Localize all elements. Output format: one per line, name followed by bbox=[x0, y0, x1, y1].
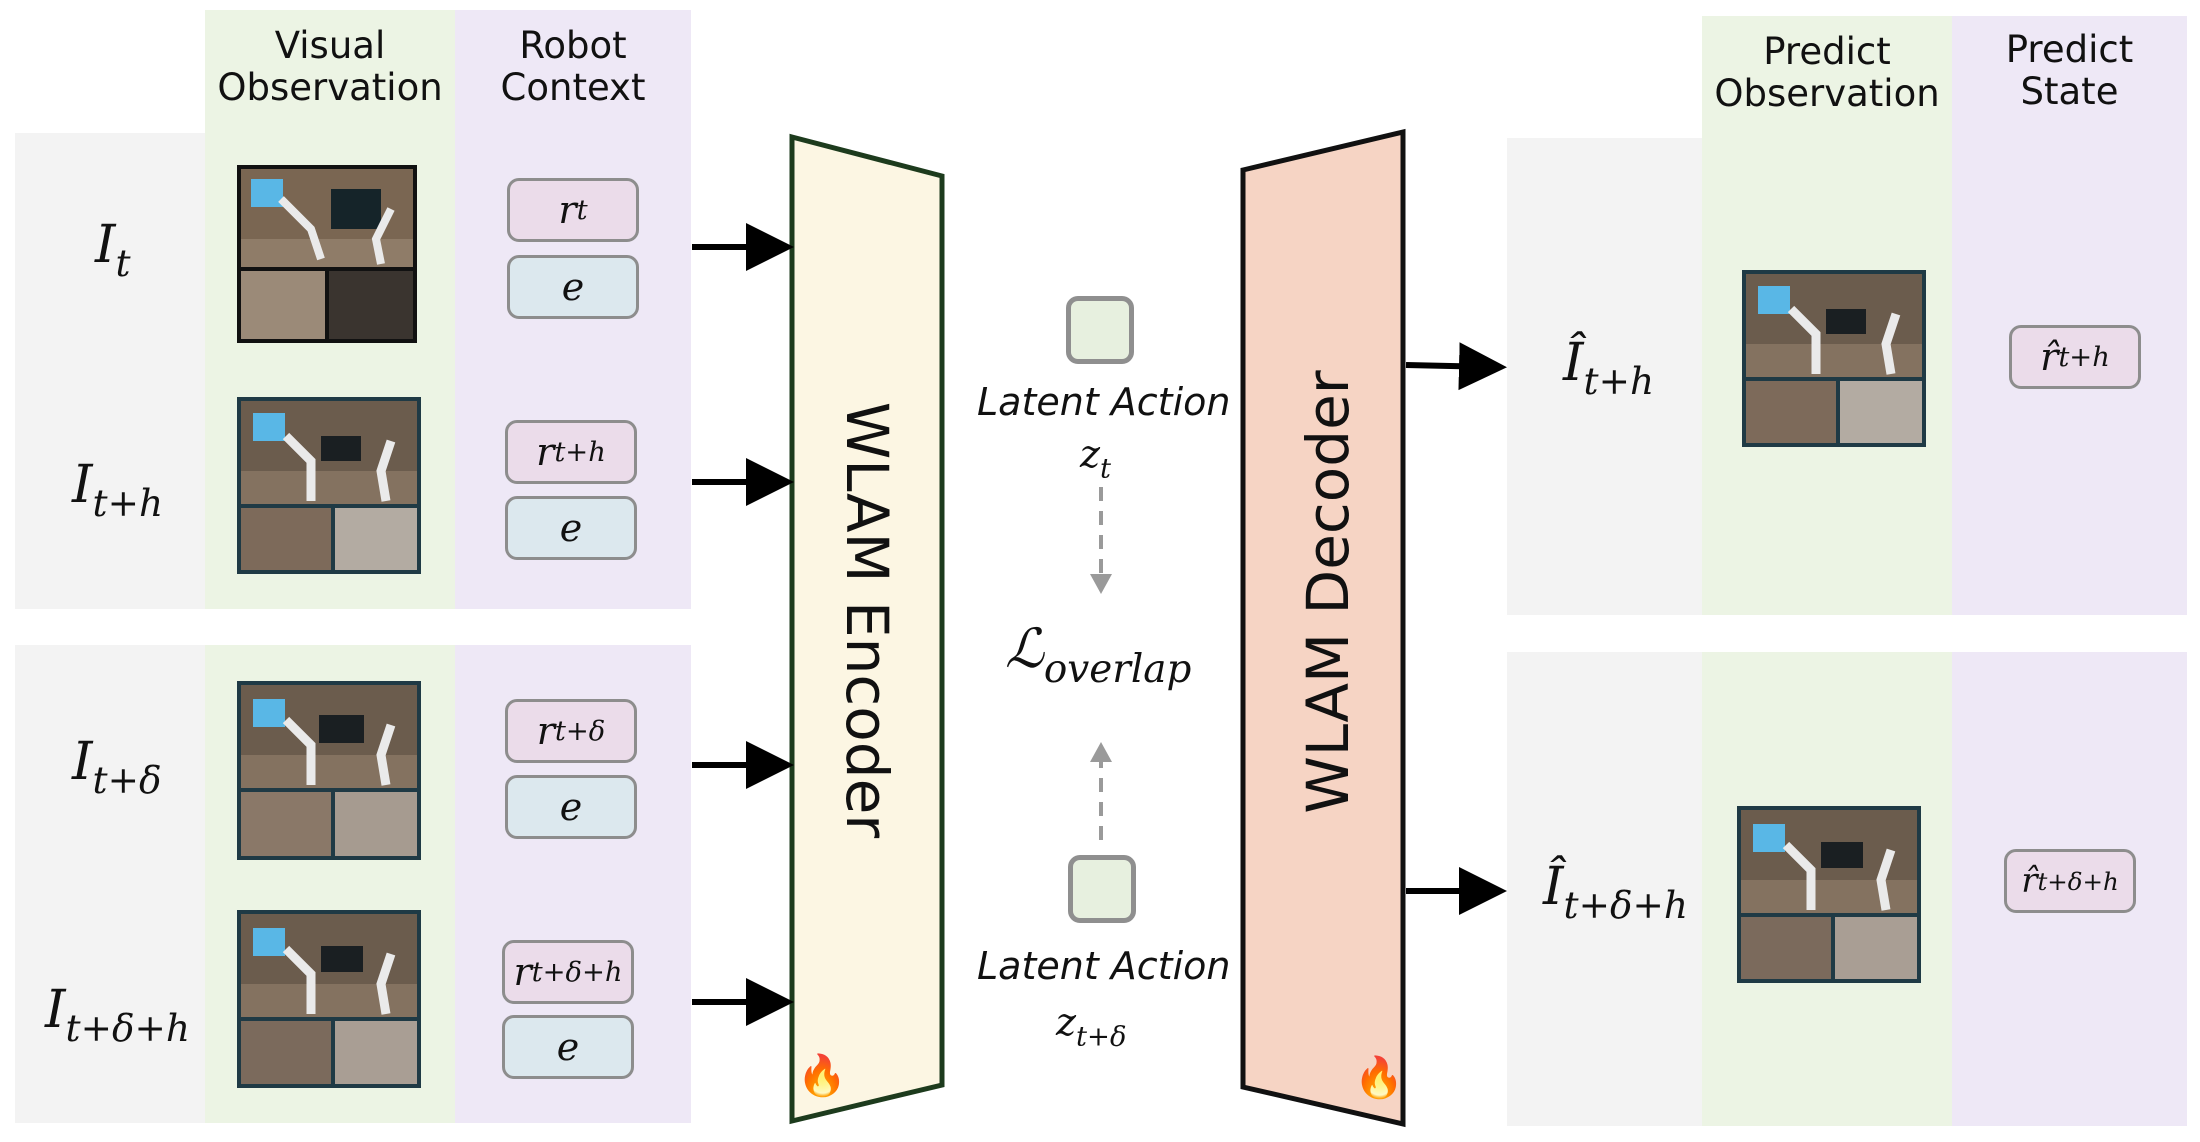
observation-image-t-h bbox=[237, 397, 421, 574]
wlam-encoder-block bbox=[789, 133, 945, 1125]
predict-observation-header: Predict Observation bbox=[1714, 30, 1940, 115]
visual-observation-header: Visual Observation bbox=[217, 24, 443, 109]
observation-image-t-delta bbox=[237, 681, 421, 860]
predicted-state-pill-t-h: r̂t+h bbox=[2009, 325, 2141, 389]
observation-image-t bbox=[237, 165, 417, 343]
wlam-encoder-label: WLAM Encoder bbox=[833, 401, 901, 839]
embodiment-pill-0: e bbox=[507, 255, 639, 319]
predicted-frame-label-t-h: Ît+h bbox=[1563, 333, 1655, 404]
flame-icon-decoder: 🔥 bbox=[1354, 1055, 1404, 1101]
latent-action-bottom-box bbox=[1068, 855, 1136, 923]
frame-label-it-delta: It+δ bbox=[72, 732, 162, 803]
predicted-state-pill-t-delta-h: r̂t+δ+h bbox=[2004, 849, 2136, 913]
frame-label-it: It bbox=[95, 215, 131, 286]
frame-label-it-h: It+h bbox=[72, 455, 164, 526]
predict-state-column-bg bbox=[1952, 16, 2187, 615]
embodiment-pill-3: e bbox=[502, 1015, 634, 1079]
latent-action-top-label: Latent Action bbox=[977, 380, 1231, 424]
embodiment-pill-2: e bbox=[505, 775, 637, 839]
flame-icon-encoder: 🔥 bbox=[797, 1053, 847, 1099]
predicted-observation-image-t-delta-h bbox=[1737, 806, 1921, 983]
frame-label-it-delta-h: It+δ+h bbox=[45, 980, 190, 1051]
dashed-arrow-up-head bbox=[1090, 742, 1112, 762]
dashed-arrow-down-head bbox=[1090, 574, 1112, 594]
wlam-decoder-label: WLAM Decoder bbox=[1294, 370, 1362, 814]
latent-action-bottom-label: Latent Action bbox=[977, 944, 1231, 988]
arrow-output-1 bbox=[1405, 342, 1507, 391]
latent-action-top-var: zt bbox=[1080, 432, 1112, 485]
embodiment-pill-1: e bbox=[505, 496, 637, 560]
overlap-loss: ℒoverlap bbox=[1005, 617, 1192, 692]
right-group-bottom-gray bbox=[1507, 652, 1702, 1126]
observation-image-t-delta-h bbox=[237, 910, 421, 1088]
latent-action-top-box bbox=[1066, 296, 1134, 364]
robot-context-header: Robot Context bbox=[500, 24, 646, 109]
latent-action-bottom-var: zt+δ bbox=[1056, 1000, 1127, 1053]
left-group-top-bg bbox=[15, 133, 205, 609]
predicted-observation-image-t-h bbox=[1742, 270, 1926, 447]
left-group-bottom-bg bbox=[15, 645, 205, 1123]
right-group-top-gray bbox=[1507, 138, 1702, 615]
predicted-frame-label-t-delta-h: Ît+δ+h bbox=[1543, 857, 1688, 928]
wlam-decoder-block bbox=[1240, 128, 1406, 1128]
predict-state-header: Predict State bbox=[2005, 28, 2134, 113]
